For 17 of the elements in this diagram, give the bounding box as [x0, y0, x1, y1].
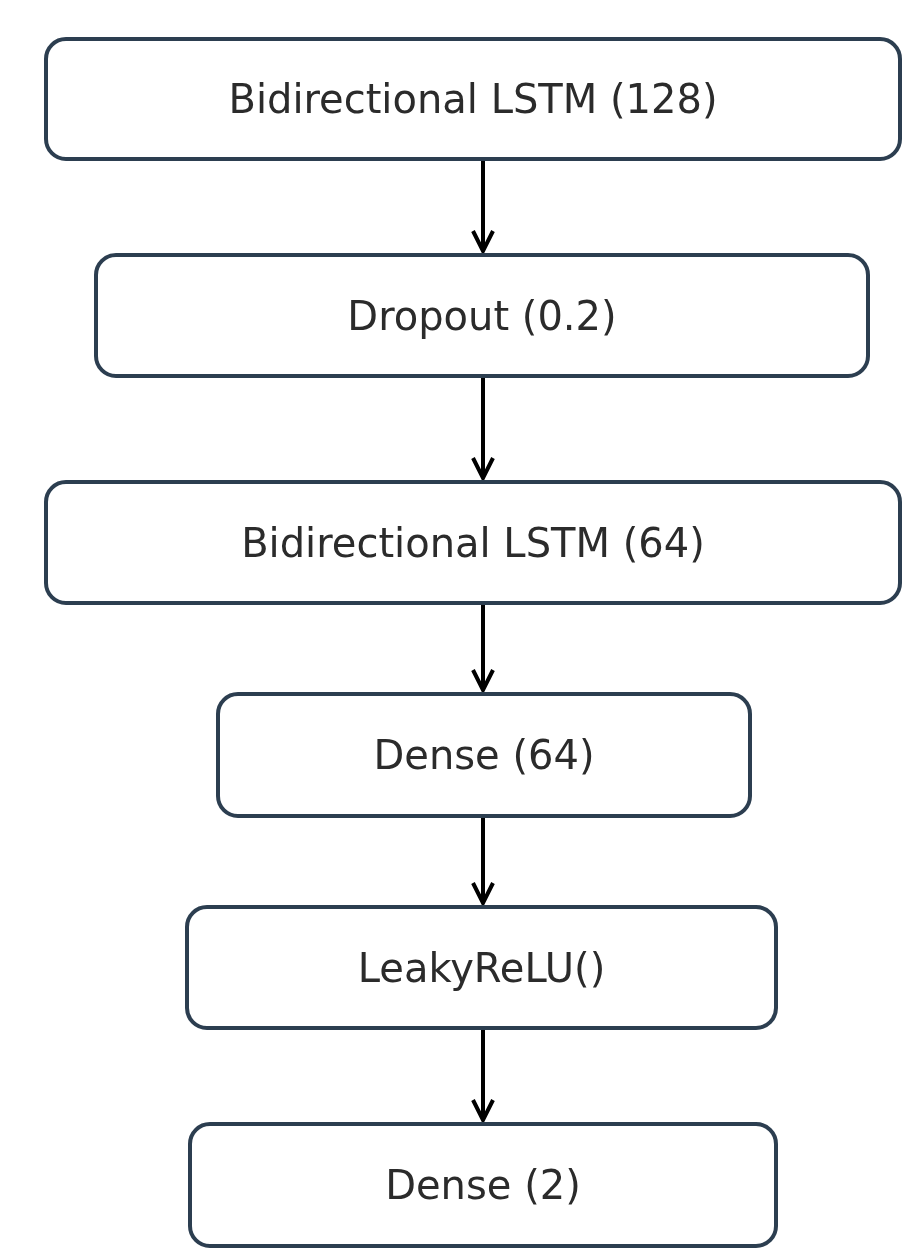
layer-label: Dropout (0.2) [347, 292, 617, 339]
arrow [471, 605, 495, 692]
layer-box [94, 253, 870, 378]
layer-label: Dense (2) [385, 1162, 581, 1208]
layer-label: Bidirectional LSTM (64) [241, 519, 705, 566]
layer-box [188, 1122, 778, 1248]
layer-box [44, 480, 902, 605]
layer-box [185, 905, 778, 1030]
arrow [471, 378, 495, 480]
layer-box [216, 692, 752, 818]
layer-label: Bidirectional LSTM (128) [228, 76, 718, 122]
arrow [471, 1030, 495, 1122]
layer-box [44, 37, 902, 161]
arrow [471, 818, 495, 905]
arrow [471, 161, 495, 253]
layer-label: Dense (64) [373, 732, 595, 778]
layer-label: LeakyReLU() [357, 944, 606, 991]
